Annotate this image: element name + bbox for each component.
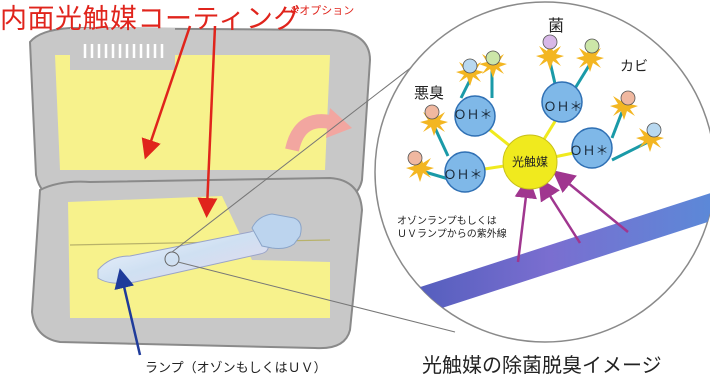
vent-slots — [83, 44, 164, 58]
lid — [28, 26, 372, 206]
oh-radical-4 — [571, 127, 613, 169]
oh-label-1: ＯＨ＊ — [543, 100, 583, 115]
oh-radical-1 — [454, 95, 496, 137]
base — [30, 176, 364, 350]
oh-label-4: ＯＨ＊ — [569, 144, 609, 159]
oh-label-3: ＯＨ＊ — [443, 168, 483, 183]
microbes — [406, 34, 664, 182]
option-note: ※オプション — [290, 4, 355, 17]
oh-label-2: ＯＨ＊ — [453, 108, 493, 123]
coating-arrow-lid — [141, 25, 192, 160]
lamp-socket — [251, 213, 302, 249]
lamp-arrow — [114, 268, 142, 356]
mold-label: カビ — [620, 59, 648, 75]
zoom-circle — [374, 1, 710, 343]
oh-radical-2 — [541, 81, 583, 123]
uv-lamp-surface — [380, 190, 710, 328]
image-caption: 光触媒の除菌脱臭イメージ — [422, 353, 662, 377]
oh-radical-3 — [444, 151, 486, 193]
lamp-caption: ランプ（オゾンもしくはＵＶ） — [145, 361, 327, 376]
bacteria-label: 菌 — [548, 16, 565, 35]
coating-arrow-base — [197, 25, 218, 218]
photocatalyst — [502, 134, 558, 190]
lid-coating — [55, 55, 330, 170]
uv-arrow-1 — [514, 175, 537, 263]
uv-arrow-2 — [538, 177, 582, 244]
light-source-label-line2: ＵＶランプからの紫外線 — [397, 229, 507, 240]
photocatalyst-label: 光触媒 — [511, 155, 548, 169]
lid-top-band — [70, 28, 175, 70]
odor-label: 悪臭 — [414, 84, 445, 102]
uv-arrow-3 — [552, 170, 629, 233]
coating-title: 内面光触媒コーティング — [0, 4, 301, 35]
zoom-line-lower — [177, 261, 456, 333]
light-source-label-line1: オゾンランプもしくは — [397, 216, 497, 227]
